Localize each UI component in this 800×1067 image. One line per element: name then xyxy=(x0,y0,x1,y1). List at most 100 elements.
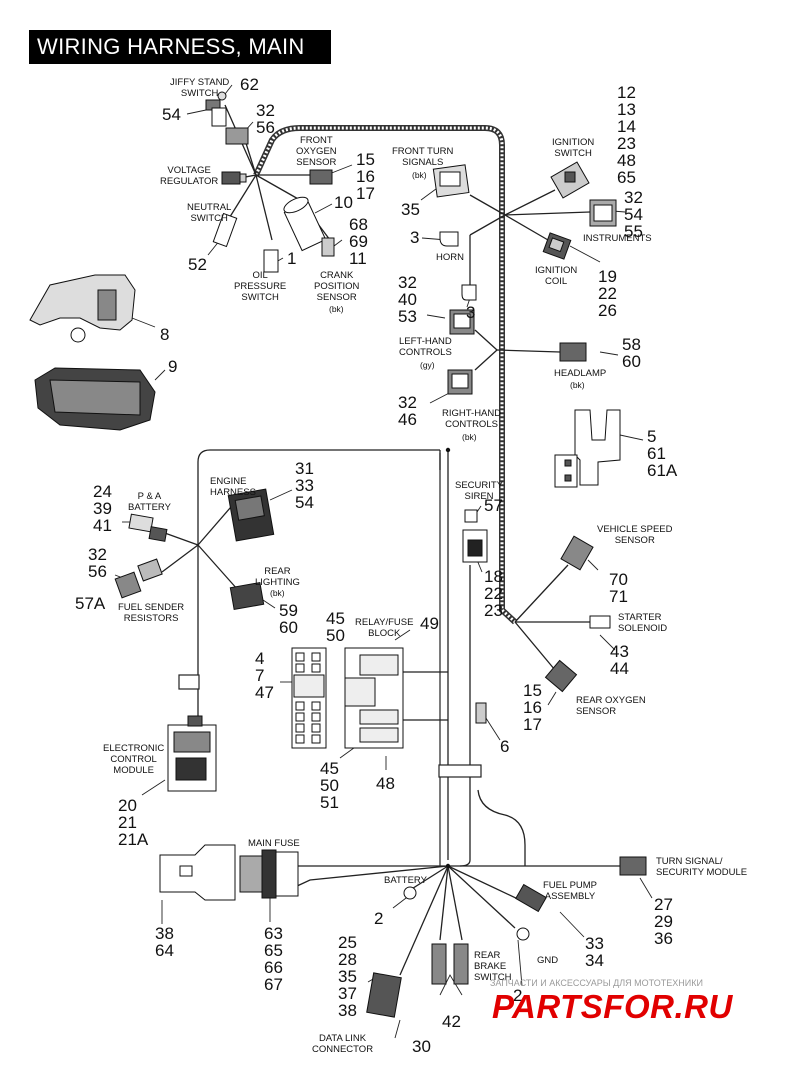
oil-pressure-switch-part xyxy=(263,249,279,273)
starter-solenoid-connector xyxy=(589,615,611,629)
voltage-regulator-connector xyxy=(221,171,247,185)
callout-5-61-61a: 5 61 61A xyxy=(647,427,678,480)
label-oil-pressure-switch: OIL PRESSURE SWITCH xyxy=(234,270,287,303)
label-neutral-switch: NEUTRAL SWITCH xyxy=(187,202,232,224)
callout-15-16-17a: 15 16 17 xyxy=(356,150,375,203)
crank-position-sensor-part xyxy=(321,237,335,257)
component-shapes xyxy=(29,91,647,1018)
label-vehicle-speed-sensor: VEHICLE SPEED SENSOR xyxy=(597,524,673,546)
label-gnd: GND xyxy=(537,955,559,966)
callout-18-22-23: 18 22 23 xyxy=(484,567,503,620)
callout-3b: 3 xyxy=(466,303,476,322)
ignition-switch-part xyxy=(550,161,590,199)
neutral-switch-part xyxy=(212,212,238,248)
pa-battery-connector-2 xyxy=(148,526,168,542)
pa-battery-connector xyxy=(128,513,154,533)
vehicle-speed-connector xyxy=(560,535,594,571)
callout-52: 52 xyxy=(188,255,207,274)
main-fuse-connector xyxy=(159,844,299,901)
label-voltage-regulator: VOLTAGE REGULATOR xyxy=(160,165,219,187)
label-crank-position-sensor: CRANK POSITION SENSOR xyxy=(314,270,360,303)
page-title: WIRING HARNESS, MAIN xyxy=(29,30,331,64)
engine-harness-connector xyxy=(227,488,275,542)
label-main-fuse: MAIN FUSE xyxy=(248,838,300,849)
callout-48: 48 xyxy=(376,774,395,793)
callout-45-50-51: 45 50 51 xyxy=(320,759,339,812)
watermark-text: ЗАПЧАСТИ И АКСЕССУАРЫ ДЛЯ МОТОТЕХНИКИ xyxy=(490,978,703,988)
callout-3a: 3 xyxy=(410,228,420,247)
callout-42: 42 xyxy=(442,1012,461,1031)
label-front-oxygen-sensor: FRONT OXYGEN SENSOR xyxy=(296,135,337,168)
label-battery: BATTERY xyxy=(384,875,427,886)
label-data-link-connector: DATA LINK CONNECTOR xyxy=(312,1033,374,1055)
label-relay-fuse-block: RELAY/FUSE BLOCK xyxy=(355,617,414,639)
callout-27-29-36: 27 29 36 xyxy=(654,895,673,948)
callout-35a: 35 xyxy=(401,200,420,219)
label-security-siren: SECURITY SIREN xyxy=(455,480,504,502)
label-left-controls-sub: (gy) xyxy=(420,360,435,370)
rear-lighting-connector xyxy=(229,581,265,611)
callout-45-50a: 45 50 xyxy=(326,609,345,645)
front-oxygen-connector xyxy=(309,169,333,185)
label-fuel-sender-resistors: FUEL SENDER RESISTORS xyxy=(118,602,185,624)
callout-20-21-21a: 20 21 21A xyxy=(118,796,149,849)
label-starter-solenoid: STARTER SOLENOID xyxy=(618,612,668,634)
crank-cylinder-part xyxy=(283,196,327,252)
callout-25-to-38: 25 28 35 37 38 xyxy=(338,933,357,1020)
gnd-terminal xyxy=(516,927,530,941)
rear-oxygen-connector xyxy=(544,659,578,693)
label-right-controls-sub: (bk) xyxy=(462,432,477,442)
security-siren-part xyxy=(462,509,488,563)
ignition-coil-part xyxy=(542,232,572,260)
callout-8: 8 xyxy=(160,325,170,344)
label-ignition-coil: IGNITION COIL xyxy=(535,265,578,287)
bracket-6 xyxy=(475,702,487,724)
callout-57: 57 xyxy=(484,496,503,515)
callout-30: 30 xyxy=(412,1037,431,1056)
rear-brake-connector-b xyxy=(453,943,469,985)
callout-6: 6 xyxy=(500,737,510,756)
battery-terminal xyxy=(403,886,417,900)
label-turn-signal-security-module: TURN SIGNAL/ SECURITY MODULE xyxy=(656,856,748,878)
label-jiffy-stand-switch: JIFFY STAND SWITCH xyxy=(170,77,230,99)
callout-70-71: 70 71 xyxy=(609,570,628,606)
front-turn-signals-part xyxy=(432,164,470,198)
fuel-pump-connector xyxy=(515,883,547,913)
data-link-connector xyxy=(366,972,402,1018)
callout-58-60: 58 60 xyxy=(622,335,641,371)
label-headlamp: HEADLAMP xyxy=(554,368,607,379)
callout-38-64: 38 64 xyxy=(155,924,174,960)
callout-59-60: 59 60 xyxy=(279,601,298,637)
fuel-sender-connector-2 xyxy=(137,558,163,582)
part-9-cover xyxy=(34,367,156,431)
label-rear-lighting-sub: (bk) xyxy=(270,588,285,598)
callout-4-7-47: 4 7 47 xyxy=(255,649,274,702)
callout-32-56a: 32 56 xyxy=(256,101,275,137)
left-controls-connector xyxy=(449,309,475,335)
callout-33-34: 33 34 xyxy=(585,934,604,970)
label-front-turn-sub: (bk) xyxy=(412,170,427,180)
main-harness-braid xyxy=(253,125,518,625)
relay-fuse-block xyxy=(344,647,404,749)
label-crank-sub: (bk) xyxy=(329,304,344,314)
harness-trunk xyxy=(178,453,482,866)
horn-connector-upper xyxy=(439,231,459,247)
callout-12-to-65: 12 13 14 23 48 65 xyxy=(617,83,636,187)
junction-dots xyxy=(445,447,451,869)
callout-9: 9 xyxy=(168,357,178,376)
callout-63-to-67: 63 65 66 67 xyxy=(264,924,283,994)
part-8-bracket xyxy=(29,274,136,343)
label-pa-battery: P & A BATTERY xyxy=(128,491,171,513)
label-engine-harness: ENGINE HARNESS xyxy=(210,476,256,498)
callout-49: 49 xyxy=(420,614,439,633)
callout-2b: 2 xyxy=(513,986,523,1005)
label-right-hand-controls: RIGHT-HAND CONTROLS xyxy=(442,408,502,430)
callout-32-40-53: 32 40 53 xyxy=(398,273,417,326)
callout-10: 10 xyxy=(334,193,353,212)
fuel-sender-connector xyxy=(114,571,142,599)
label-rear-brake-switch: REAR BRAKE SWITCH xyxy=(474,950,512,983)
callout-57a: 57A xyxy=(75,594,106,613)
rear-brake-connector-a xyxy=(431,943,447,985)
bracket-part xyxy=(554,409,621,488)
